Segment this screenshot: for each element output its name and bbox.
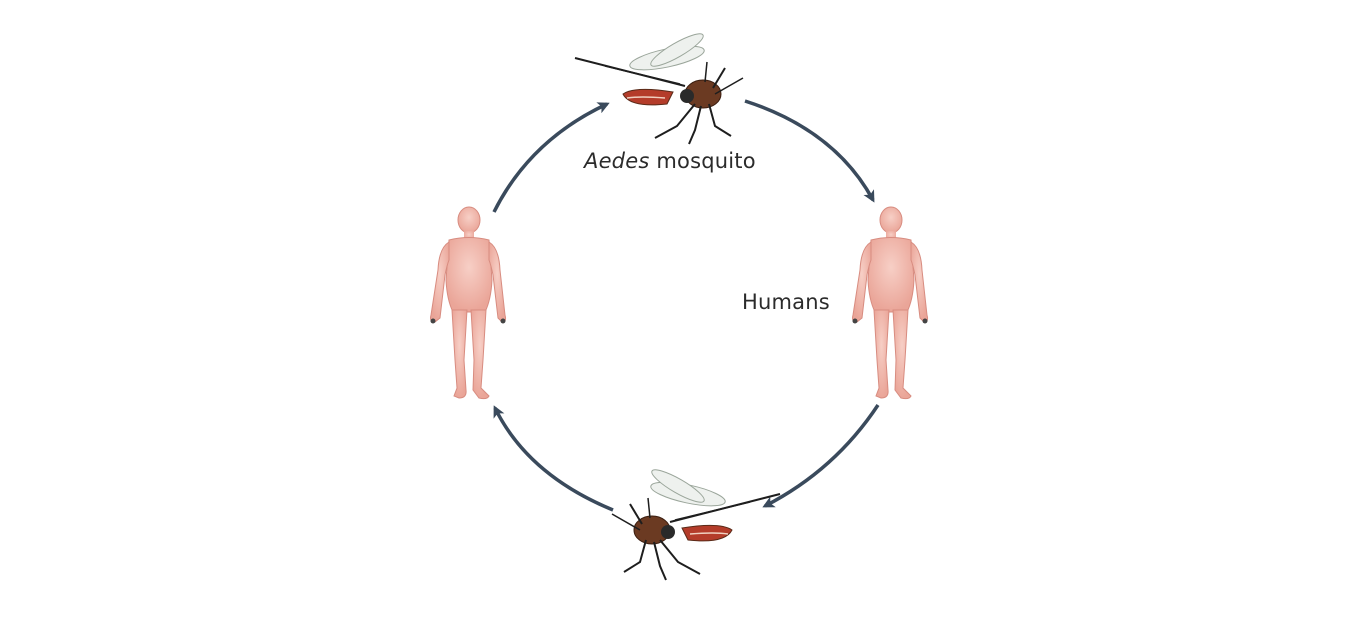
mosquito-genus-text: Aedes (584, 149, 650, 173)
human-figure-icon-left (430, 206, 507, 400)
mosquito-word-text: mosquito (656, 149, 756, 173)
cycle-arrow-bottom-left (493, 405, 614, 512)
mosquito-label: Aedes mosquito (584, 149, 756, 173)
cycle-arrow-top-right (744, 99, 875, 203)
humans-label: Humans (742, 290, 830, 314)
cycle-arrow-bottom-right (762, 404, 880, 508)
mosquito-icon-top (574, 27, 744, 145)
human-figure-icon-right (852, 206, 929, 400)
cycle-arrow-top-left (492, 102, 610, 213)
mosquito-icon-bottom (611, 463, 781, 581)
